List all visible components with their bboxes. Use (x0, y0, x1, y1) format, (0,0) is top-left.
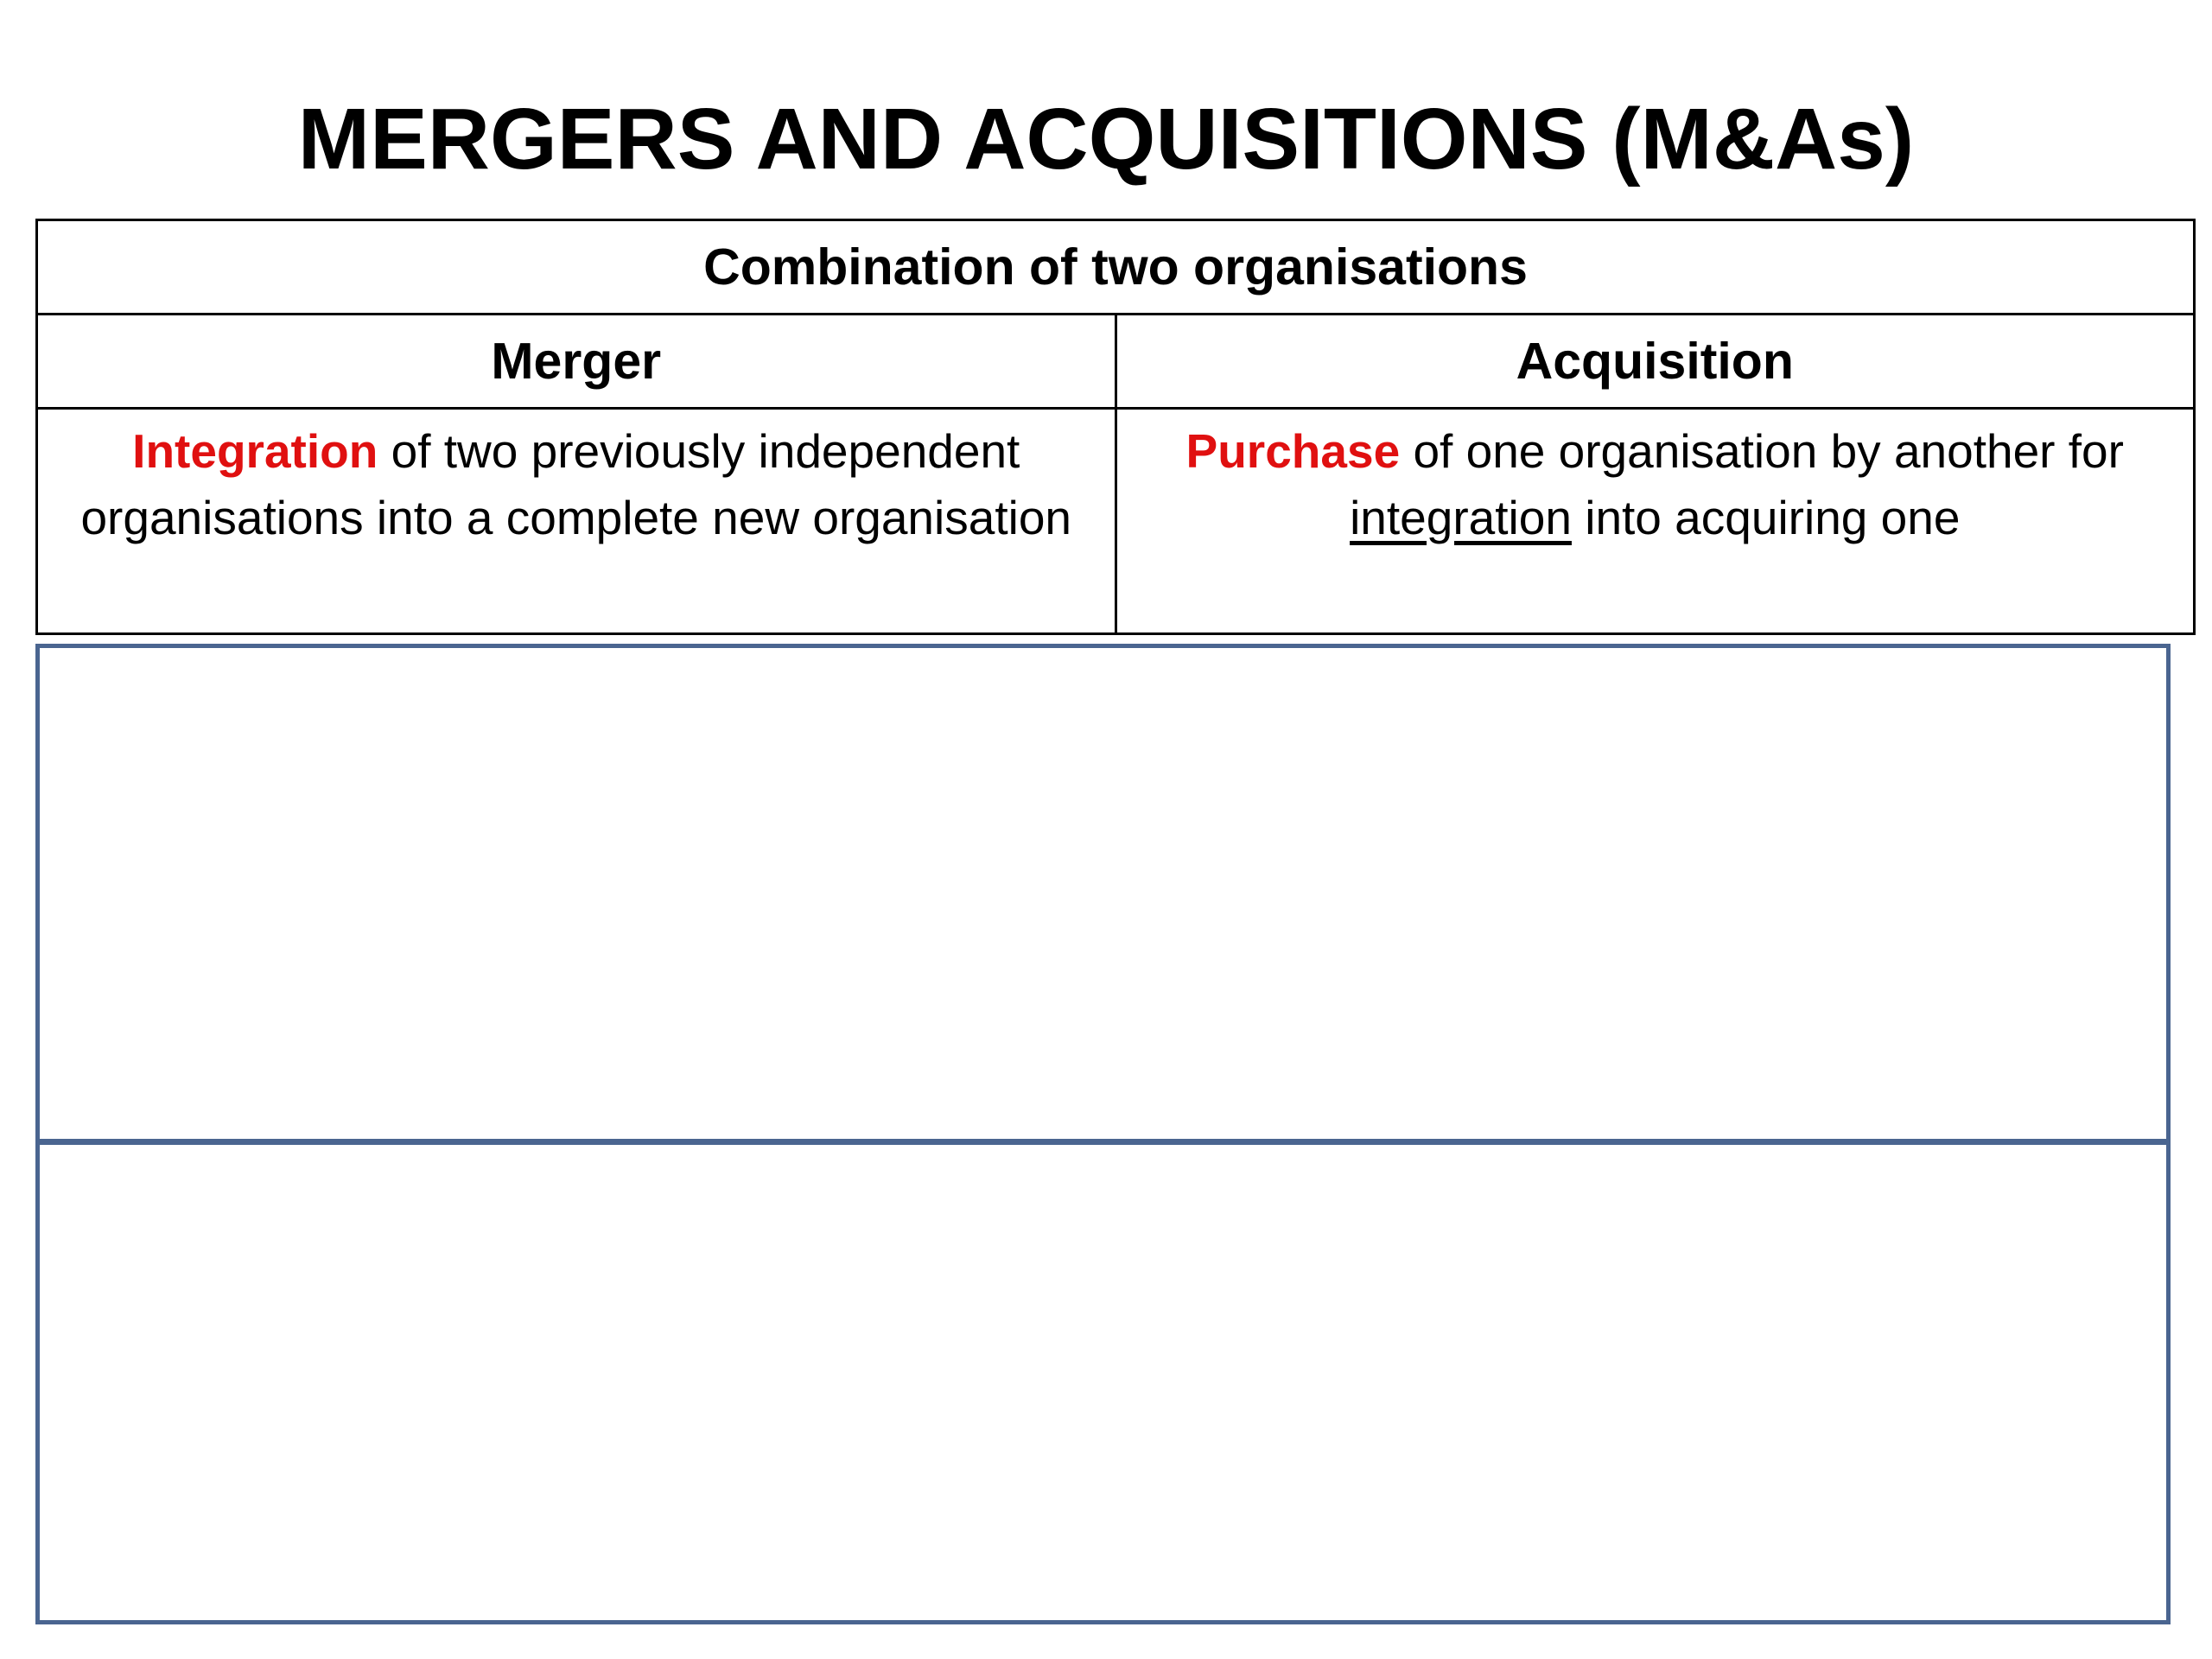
table-heading-row: Merger Acquisition (35, 313, 2196, 410)
merger-text-rest: organisations into a complete new organi… (80, 491, 1072, 544)
table-caption: Combination of two organisations (35, 219, 2196, 315)
slide-title: MERGERS AND ACQUISITIONS (M&As) (297, 91, 1915, 188)
blank-box-lower (35, 1141, 2171, 1624)
ma-definition-table: Combination of two organisations Merger … (35, 219, 2196, 635)
merger-keyword: Integration (132, 424, 378, 478)
acquisition-text-rest: into acquiring one (1571, 491, 1961, 544)
acquisition-underlined-word: integration (1350, 491, 1572, 544)
merger-text-line1: of two previously independent (378, 424, 1020, 478)
merger-definition: Integration of two previously independen… (35, 407, 1117, 635)
acquisition-text-line1: of one organisation by another for (1400, 424, 2124, 478)
acquisition-definition: Purchase of one organisation by another … (1114, 407, 2196, 635)
merger-heading: Merger (35, 313, 1117, 410)
table-caption-row: Combination of two organisations (35, 219, 2196, 315)
acquisition-heading: Acquisition (1114, 313, 2196, 410)
table-definition-row: Integration of two previously independen… (35, 407, 2196, 635)
acquisition-keyword: Purchase (1185, 424, 1401, 478)
blank-box-upper (35, 644, 2171, 1143)
